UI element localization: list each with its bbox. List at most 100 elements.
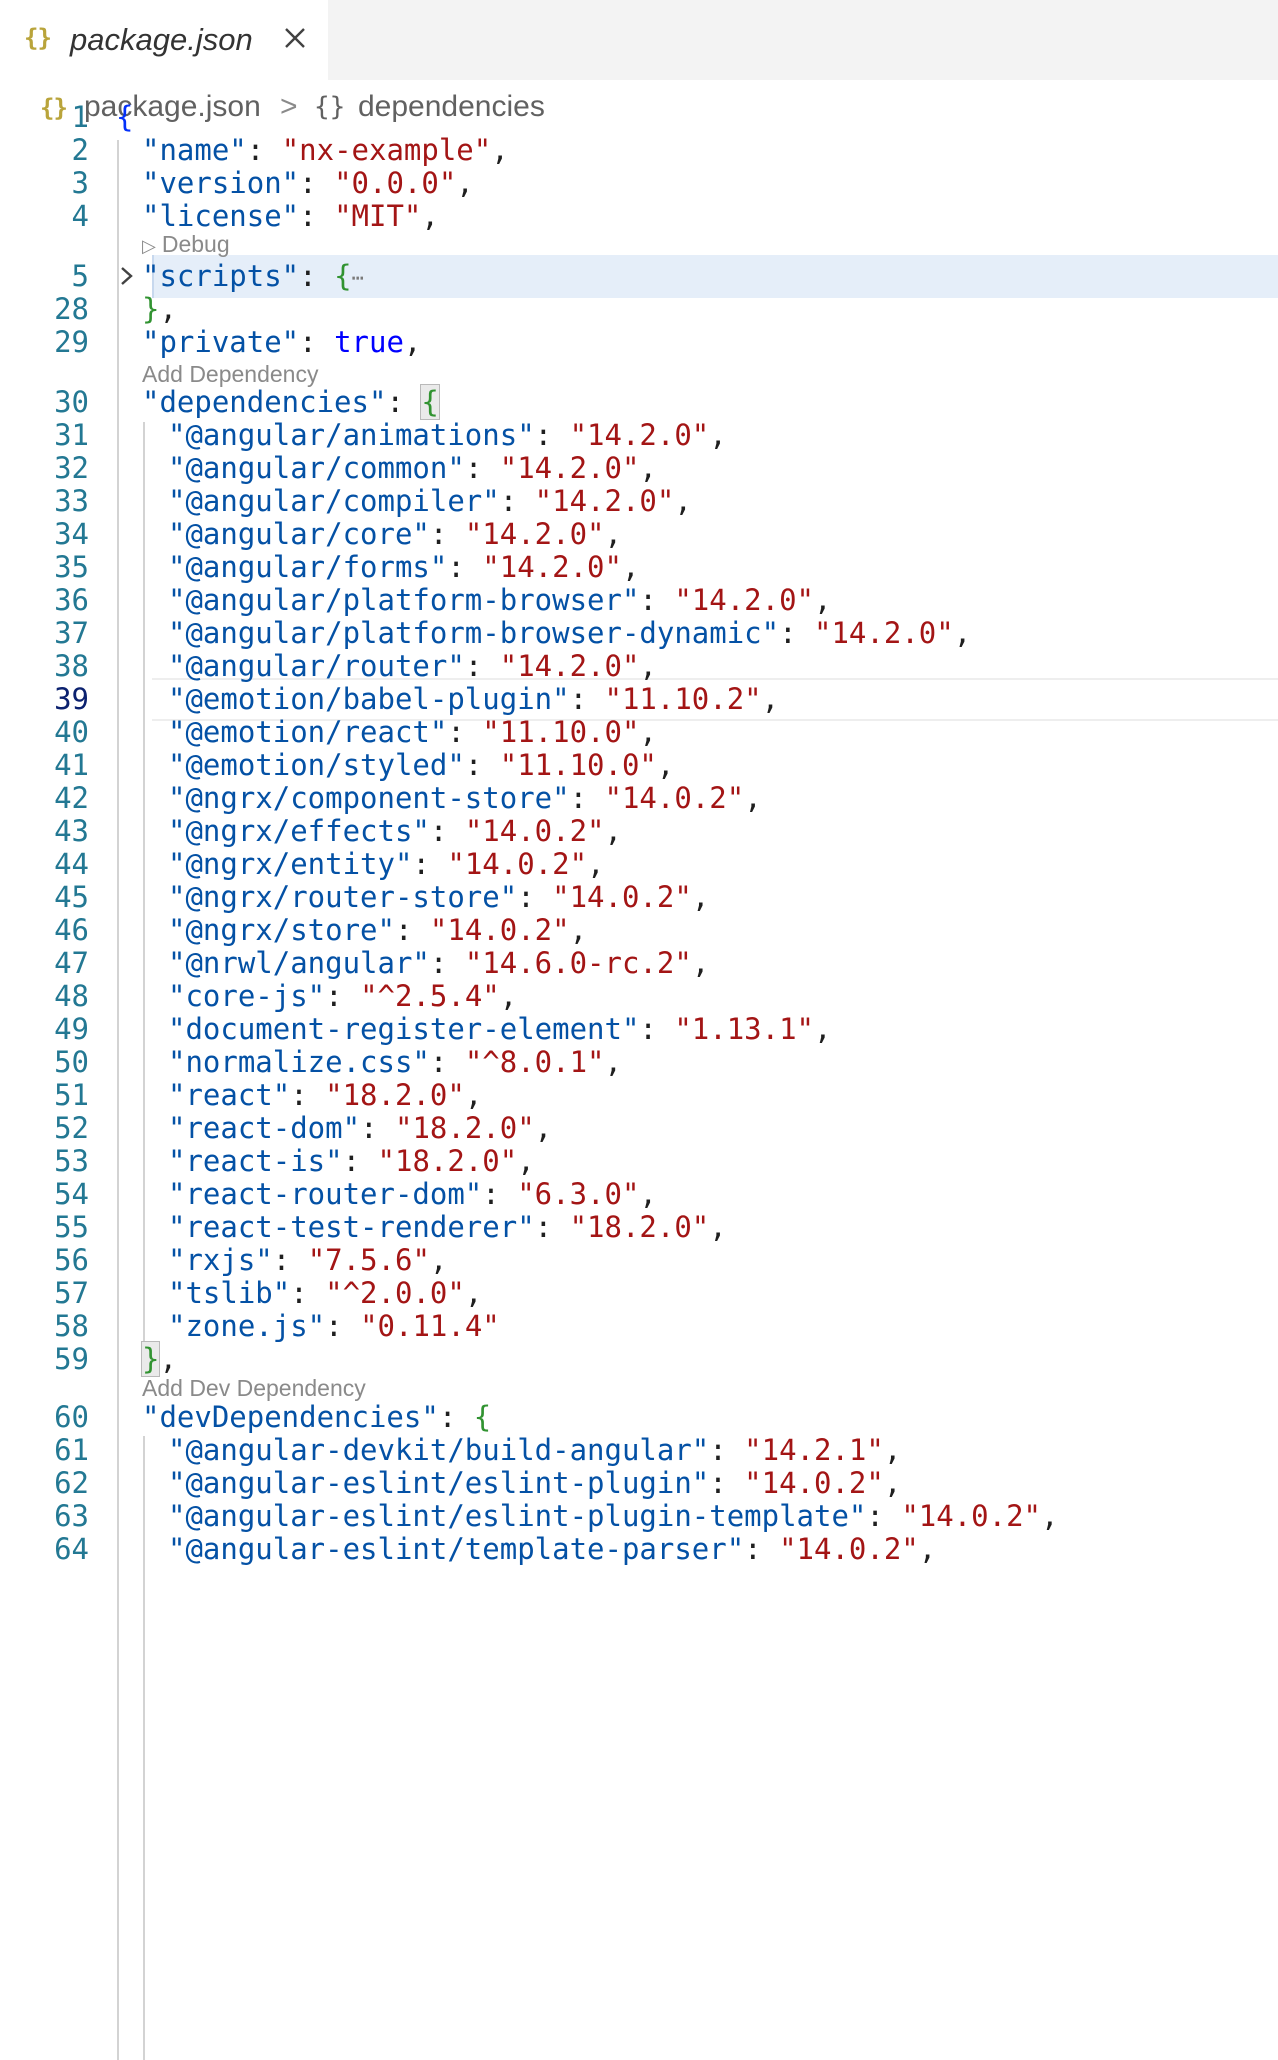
code-token: : (447, 550, 483, 584)
code-text: "@ngrx/component-store": "14.0.2", (168, 777, 762, 820)
code-line[interactable]: 31"@angular/animations": "14.2.0", (0, 414, 1278, 457)
line-number: 63 (54, 1499, 89, 1533)
code-line[interactable]: 45"@ngrx/router-store": "14.0.2", (0, 876, 1278, 919)
code-line[interactable]: 34"@angular/core": "14.2.0", (0, 513, 1278, 556)
code-line[interactable]: 28}, (0, 288, 1278, 331)
code-line[interactable]: 53"react-is": "18.2.0", (0, 1140, 1278, 1183)
code-line[interactable]: 51"react": "18.2.0", (0, 1074, 1278, 1117)
code-text: "@angular-eslint/eslint-plugin": "14.0.2… (168, 1462, 901, 1505)
code-line[interactable]: 49"document-register-element": "1.13.1", (0, 1008, 1278, 1051)
code-line[interactable]: 57"tslib": "^2.0.0", (0, 1272, 1278, 1315)
fold-chevron-right-icon[interactable] (112, 261, 142, 291)
code-line[interactable]: 50"normalize.css": "^8.0.1", (0, 1041, 1278, 1084)
code-line[interactable]: 2"name": "nx-example", (0, 129, 1278, 172)
code-token: , (517, 1144, 535, 1178)
code-line[interactable]: 54"react-router-dom": "6.3.0", (0, 1173, 1278, 1216)
code-text: "scripts": {⋯ (142, 255, 364, 300)
line-number: 60 (54, 1400, 89, 1434)
code-token: : (299, 166, 335, 200)
code-token: : (429, 1045, 465, 1079)
code-line[interactable]: 37"@angular/platform-browser-dynamic": "… (0, 612, 1278, 655)
tab-package-json[interactable]: {} package.json (0, 0, 328, 80)
play-icon: ▷ (142, 236, 156, 256)
code-text: "@ngrx/entity": "14.0.2", (168, 843, 605, 886)
code-token: , (569, 913, 588, 947)
code-line[interactable]: 36"@angular/platform-browser": "14.2.0", (0, 579, 1278, 622)
line-number: 36 (54, 583, 89, 617)
code-line[interactable]: 29"private": true, (0, 321, 1278, 364)
code-line[interactable]: 3"version": "0.0.0", (0, 162, 1278, 205)
code-line[interactable]: 41"@emotion/styled": "11.10.0", (0, 744, 1278, 787)
code-line[interactable]: 63"@angular-eslint/eslint-plugin-templat… (0, 1495, 1278, 1538)
code-token: "14.0.2" (429, 913, 570, 947)
code-line[interactable]: 60"devDependencies": { (0, 1396, 1278, 1439)
code-text: "@ngrx/effects": "14.0.2", (168, 810, 622, 853)
code-line[interactable]: 42"@ngrx/component-store": "14.0.2", (0, 777, 1278, 820)
code-token: : (438, 1400, 474, 1434)
line-number: 54 (54, 1177, 89, 1211)
code-line[interactable]: 44"@ngrx/entity": "14.0.2", (0, 843, 1278, 886)
code-token: "react-is" (168, 1144, 343, 1178)
code-line[interactable]: 30"dependencies": { (0, 381, 1278, 424)
code-line[interactable]: 32"@angular/common": "14.2.0", (0, 447, 1278, 490)
code-token: , (883, 1433, 902, 1467)
code-line[interactable]: 59}, (0, 1338, 1278, 1381)
code-line[interactable]: 40"@emotion/react": "11.10.0", (0, 711, 1278, 754)
code-line[interactable]: 46"@ngrx/store": "14.0.2", (0, 909, 1278, 952)
line-number: 58 (54, 1309, 89, 1343)
code-token: "react" (168, 1078, 291, 1112)
code-token: : (429, 517, 465, 551)
close-icon[interactable] (279, 22, 311, 54)
code-line[interactable]: 5"scripts": {⋯ (0, 255, 1278, 298)
code-editor[interactable]: 1{2"name": "nx-example",3"version": "0.0… (0, 100, 1278, 2060)
line-number: 4 (71, 199, 89, 233)
code-line[interactable]: 56"rxjs": "7.5.6", (0, 1239, 1278, 1282)
folded-ellipsis[interactable]: ⋯ (351, 265, 364, 290)
code-token: "zone.js" (168, 1309, 326, 1343)
code-line[interactable]: 47"@nrwl/angular": "14.6.0-rc.2", (0, 942, 1278, 985)
line-number: 31 (54, 418, 89, 452)
code-line[interactable]: 61"@angular-devkit/build-angular": "14.2… (0, 1429, 1278, 1472)
line-number: 1 (71, 100, 89, 134)
breadcrumb-file[interactable]: package.json (84, 90, 261, 123)
code-token: : (412, 847, 448, 881)
codelens-add-dependency[interactable]: Add Dependency (142, 361, 318, 388)
code-token: "@angular-eslint/eslint-plugin" (168, 1466, 710, 1500)
code-token: : (464, 649, 500, 683)
code-token: true (334, 325, 404, 359)
code-text: "version": "0.0.0", (142, 162, 474, 205)
code-token: : (779, 616, 815, 650)
code-token: , (159, 1342, 177, 1376)
code-line[interactable]: 35"@angular/forms": "14.2.0", (0, 546, 1278, 589)
code-line[interactable]: 4"license": "MIT", (0, 195, 1278, 238)
code-line[interactable]: 55"react-test-renderer": "18.2.0", (0, 1206, 1278, 1249)
code-line[interactable]: 64"@angular-eslint/template-parser": "14… (0, 1528, 1278, 1571)
line-number: 49 (54, 1012, 89, 1046)
code-token: : (272, 1243, 308, 1277)
code-line[interactable]: 52"react-dom": "18.2.0", (0, 1107, 1278, 1150)
code-text: }, (140, 1338, 177, 1381)
line-number: 62 (54, 1466, 89, 1500)
code-token: : (394, 913, 430, 947)
code-token: : (325, 1309, 361, 1343)
code-token: , (159, 292, 177, 326)
current-line-highlight (152, 678, 1278, 721)
code-line[interactable]: 1{ (0, 96, 1278, 139)
codelens-debug[interactable]: ▷Debug (142, 231, 230, 258)
code-text: "react-is": "18.2.0", (168, 1140, 535, 1183)
code-token: : (464, 748, 500, 782)
code-token: "14.0.2" (447, 847, 588, 881)
code-line[interactable]: 58"zone.js": "0.11.4" (0, 1305, 1278, 1348)
code-line[interactable]: 43"@ngrx/effects": "14.0.2", (0, 810, 1278, 853)
code-line[interactable]: 33"@angular/compiler": "14.2.0", (0, 480, 1278, 523)
line-number: 46 (54, 913, 89, 947)
code-line[interactable]: 62 "@angular-eslint/eslint-plugin": "14.0… (0, 1462, 1278, 1505)
codelens-add-dev-dependency[interactable]: Add Dev Dependency (142, 1375, 366, 1402)
object-braces-icon: {} (314, 92, 346, 122)
json-braces-icon: {} (40, 94, 68, 122)
code-line[interactable]: 38"@angular/router": "14.2.0", (0, 645, 1278, 688)
breadcrumb-symbol[interactable]: dependencies (358, 90, 545, 123)
code-token: "18.2.0" (569, 1210, 710, 1244)
code-line[interactable]: 39"@emotion/babel-plugin": "11.10.2", (0, 678, 1278, 721)
code-line[interactable]: 48"core-js": "^2.5.4", (0, 975, 1278, 1018)
